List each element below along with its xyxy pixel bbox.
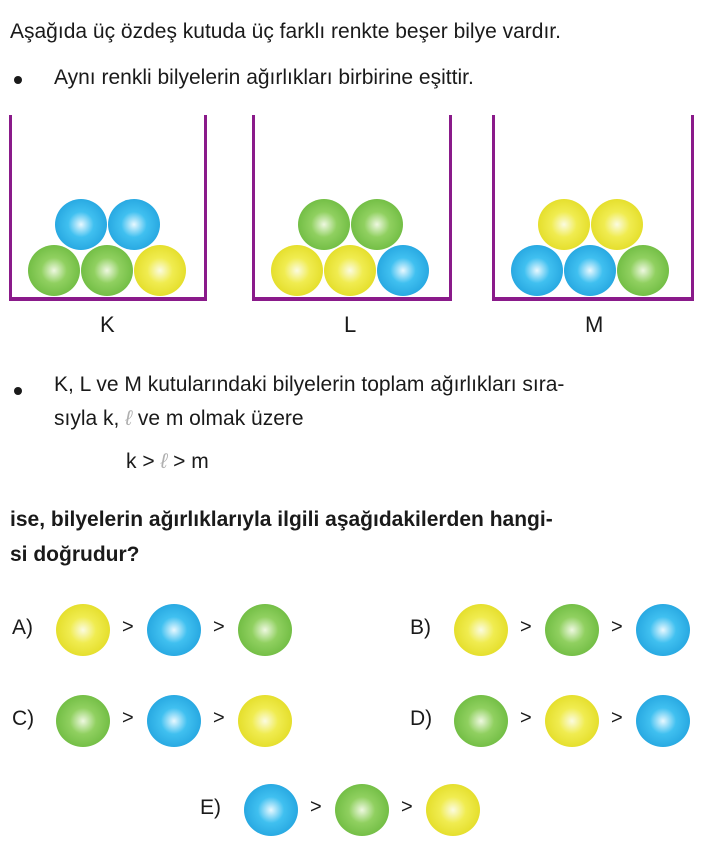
green-ball bbox=[28, 245, 80, 296]
bullet-2-line-2: sıyla k, ℓ ve m olmak üzere bbox=[54, 407, 304, 431]
yellow-ball bbox=[134, 245, 186, 296]
yellow-ball bbox=[271, 245, 323, 296]
blue-ball bbox=[511, 245, 563, 296]
ell-symbol: ℓ bbox=[125, 407, 132, 430]
greater-than-sign: > bbox=[310, 796, 322, 818]
intro-text: Aşağıda üç özdeş kutuda üç farklı renkte… bbox=[10, 20, 561, 43]
green-ball bbox=[335, 784, 389, 836]
box-m bbox=[492, 115, 694, 301]
green-ball bbox=[238, 604, 292, 656]
green-ball bbox=[298, 199, 350, 250]
greater-than-sign: > bbox=[611, 707, 623, 729]
bullet-1-text: Aynı renkli bilyelerin ağırlıkları birbi… bbox=[54, 66, 474, 89]
blue-ball bbox=[55, 199, 107, 250]
relation-m: > m bbox=[173, 450, 209, 473]
greater-than-sign: > bbox=[611, 616, 623, 638]
blue-ball bbox=[636, 695, 690, 747]
blue-ball bbox=[377, 245, 429, 296]
green-ball bbox=[81, 245, 133, 296]
blue-ball bbox=[636, 604, 690, 656]
box-label: M bbox=[585, 312, 604, 337]
option-label[interactable]: A) bbox=[12, 616, 33, 639]
bullet-2-text-b: ve m olmak üzere bbox=[137, 407, 304, 430]
yellow-ball bbox=[426, 784, 480, 836]
yellow-ball bbox=[591, 199, 643, 250]
bullet-icon bbox=[14, 76, 22, 84]
relation-ell: ℓ bbox=[160, 450, 168, 473]
question-line-1: ise, bilyelerin ağırlıklarıyla ilgili aş… bbox=[10, 508, 553, 531]
box-k bbox=[9, 115, 207, 301]
greater-than-sign: > bbox=[122, 616, 134, 638]
relation: k > ℓ > m bbox=[126, 450, 209, 474]
box-l bbox=[252, 115, 452, 301]
option-label[interactable]: C) bbox=[12, 707, 35, 730]
yellow-ball bbox=[324, 245, 376, 296]
bullet-2-text-a: sıyla k, bbox=[54, 407, 120, 430]
question-line-2: si doğrudur? bbox=[10, 543, 140, 566]
bullet-2-line-1: K, L ve M kutularındaki bilyelerin topla… bbox=[54, 373, 565, 396]
box-label: K bbox=[100, 312, 115, 337]
greater-than-sign: > bbox=[401, 796, 413, 818]
green-ball bbox=[56, 695, 110, 747]
greater-than-sign: > bbox=[122, 707, 134, 729]
yellow-ball bbox=[56, 604, 110, 656]
greater-than-sign: > bbox=[213, 616, 225, 638]
blue-ball bbox=[564, 245, 616, 296]
blue-ball bbox=[244, 784, 298, 836]
green-ball bbox=[454, 695, 508, 747]
option-label[interactable]: D) bbox=[410, 707, 433, 730]
option-label[interactable]: B) bbox=[410, 616, 431, 639]
box-label: L bbox=[344, 312, 357, 337]
green-ball bbox=[545, 604, 599, 656]
bullet-icon bbox=[14, 387, 22, 395]
greater-than-sign: > bbox=[520, 707, 532, 729]
blue-ball bbox=[147, 604, 201, 656]
blue-ball bbox=[147, 695, 201, 747]
greater-than-sign: > bbox=[520, 616, 532, 638]
green-ball bbox=[617, 245, 669, 296]
yellow-ball bbox=[454, 604, 508, 656]
yellow-ball bbox=[545, 695, 599, 747]
option-label[interactable]: E) bbox=[200, 796, 221, 819]
relation-k: k > bbox=[126, 450, 155, 473]
green-ball bbox=[351, 199, 403, 250]
yellow-ball bbox=[238, 695, 292, 747]
yellow-ball bbox=[538, 199, 590, 250]
greater-than-sign: > bbox=[213, 707, 225, 729]
blue-ball bbox=[108, 199, 160, 250]
